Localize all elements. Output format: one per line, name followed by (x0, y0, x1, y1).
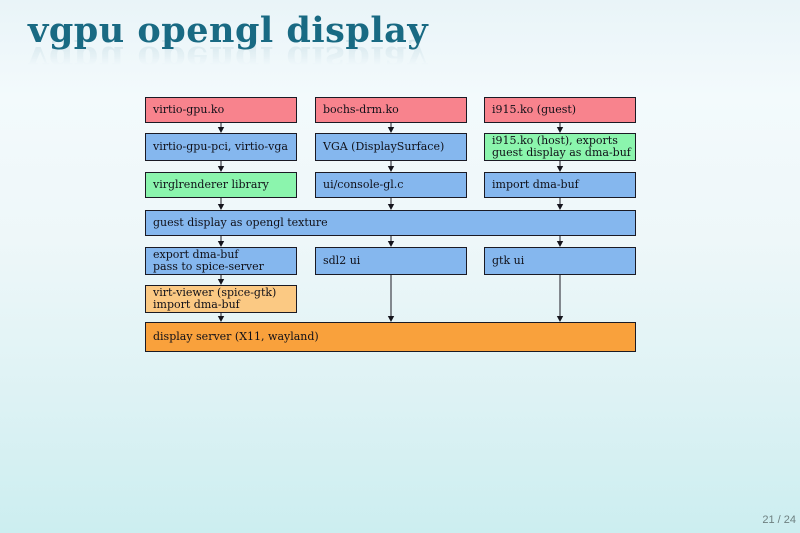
box-sdl2-ui: sdl2 ui (315, 247, 467, 275)
box-virt-viewer-spice-gtk: virt-viewer (spice-gtk) import dma-buf (145, 285, 297, 313)
box-display-server: display server (X11, wayland) (145, 322, 636, 352)
page-indicator: 21 / 24 (762, 514, 796, 526)
box-import-dma-buf: import dma-buf (484, 172, 636, 198)
box-i915-host-exports: i915.ko (host), exports guest display as… (484, 133, 636, 161)
box-bochs-drm-ko: bochs-drm.ko (315, 97, 467, 123)
box-gtk-ui: gtk ui (484, 247, 636, 275)
page-title: vgpu opengl display (28, 10, 429, 51)
box-virtio-gpu-pci: virtio-gpu-pci, virtio-vga (145, 133, 297, 161)
box-i915-guest: i915.ko (guest) (484, 97, 636, 123)
box-vga-displaysurface: VGA (DisplaySurface) (315, 133, 467, 161)
box-guest-display-opengl-texture: guest display as opengl texture (145, 210, 636, 236)
box-virglrenderer-library: virglrenderer library (145, 172, 297, 198)
box-export-dma-buf-spice: export dma-buf pass to spice-server (145, 247, 297, 275)
box-ui-console-gl: ui/console-gl.c (315, 172, 467, 198)
title-block: vgpu opengl display vgpu opengl display (28, 10, 429, 80)
box-virtio-gpu-ko: virtio-gpu.ko (145, 97, 297, 123)
